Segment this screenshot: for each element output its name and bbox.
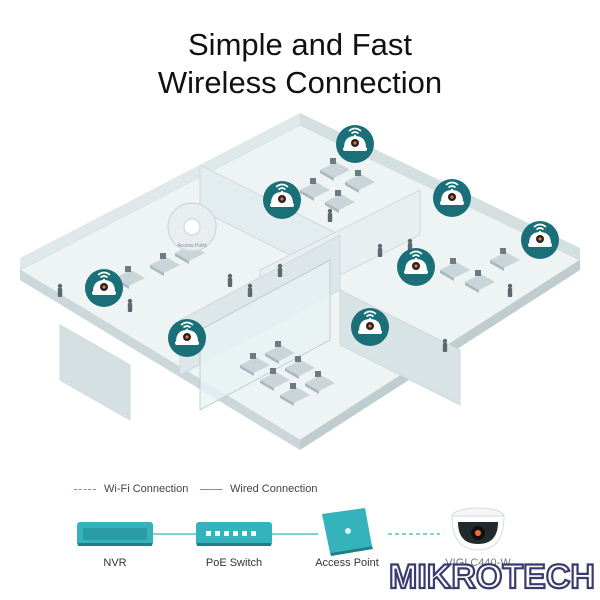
legend-wired: Wired Connection xyxy=(200,483,317,495)
nvr-label: NVR xyxy=(103,557,127,569)
camera-icon xyxy=(84,268,124,308)
legend-wifi: Wi-Fi Connection xyxy=(74,483,188,495)
partition-5 xyxy=(59,324,131,421)
outer-wall-left xyxy=(20,113,300,270)
access-point-device-icon xyxy=(322,508,373,556)
poe-switch-icon xyxy=(196,522,272,546)
title-line-2: Wireless Connection xyxy=(157,65,443,100)
legend-wifi-label: Wi-Fi Connection xyxy=(104,483,189,495)
camera-device-icon xyxy=(451,507,505,551)
access-point-label: Access Point xyxy=(315,557,379,569)
wifi-line-icon xyxy=(74,488,96,490)
wired-line-icon xyxy=(200,488,222,490)
camera-icon xyxy=(396,247,436,287)
camera-icon xyxy=(167,318,207,358)
watermark-text: MIKROTECH xyxy=(389,558,595,596)
nvr-icon xyxy=(77,522,153,546)
scene-access-point-label: Access Point xyxy=(178,243,208,249)
camera-model-label: VIGI C440-W xyxy=(445,557,511,569)
access-point-icon xyxy=(167,202,217,252)
page-title: Simple and Fast Wireless Connection xyxy=(0,26,600,102)
camera-icon xyxy=(520,220,560,260)
camera-icon xyxy=(350,307,390,347)
camera-icon xyxy=(262,180,302,220)
camera-icon xyxy=(335,124,375,164)
legend-wired-label: Wired Connection xyxy=(230,483,318,495)
title-line-1: Simple and Fast xyxy=(188,27,412,62)
glass-room xyxy=(199,259,331,411)
watermark-logo: MIKROTECH xyxy=(388,557,596,597)
camera-icon xyxy=(432,178,472,218)
office-floor-plan: Access Point xyxy=(18,113,582,450)
poe-switch-label: PoE Switch xyxy=(205,557,263,569)
device-chain xyxy=(77,507,505,556)
wall-front-left xyxy=(20,270,300,450)
